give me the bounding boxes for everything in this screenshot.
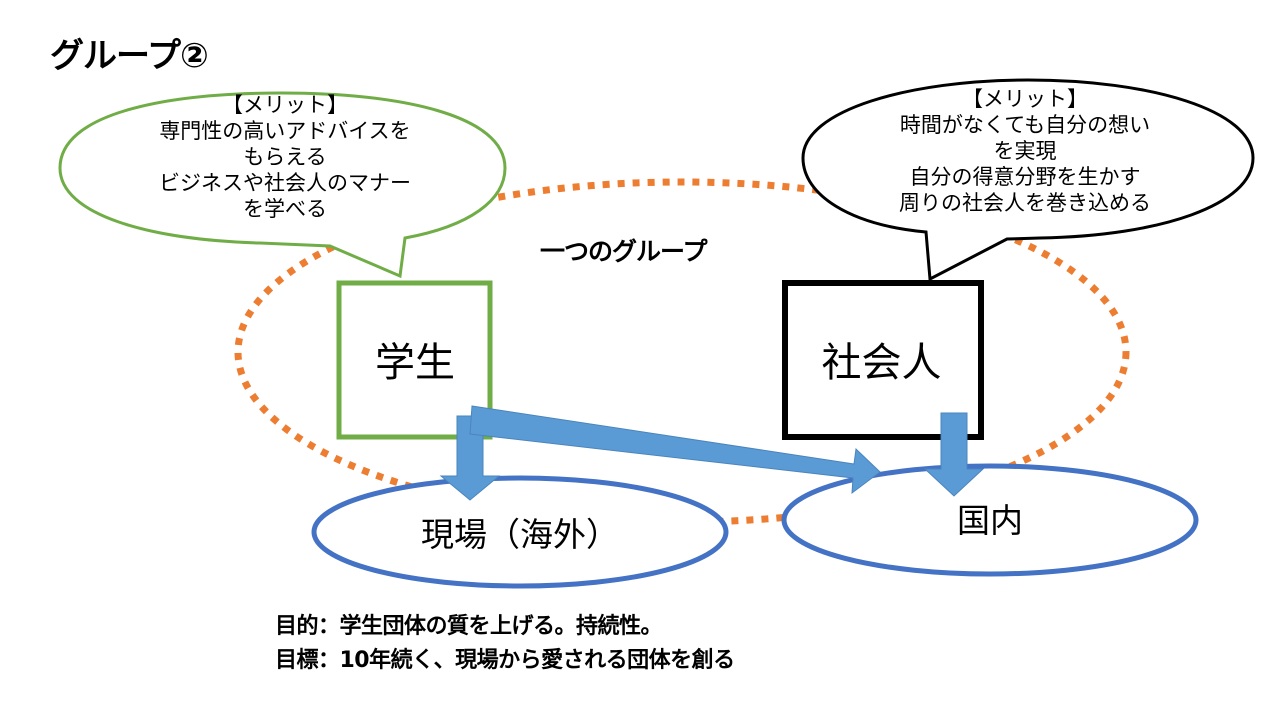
worker-label: 社会人 — [821, 340, 942, 386]
student-merit-line: を学べる — [243, 197, 327, 221]
worker-merit-line: を実現 — [993, 139, 1057, 163]
slide-title: グループ② — [50, 36, 209, 76]
student-merit-line: もらえる — [243, 145, 327, 169]
student-label: 学生 — [375, 340, 455, 386]
student-speech-bubble — [58, 91, 507, 279]
goal-text: 目標：10年続く、現場から愛される団体を創る — [275, 648, 735, 673]
student-to-domestic-arrow — [469, 405, 881, 495]
worker-merit-text: 【メリット】 時間がなくても自分の想い を実現 自分の得意分野を生かす 周りの社… — [840, 86, 1210, 216]
group-boundary-ellipse — [234, 178, 1130, 526]
worker-merit-line: 【メリット】 — [962, 87, 1088, 111]
domestic-field-ellipse — [781, 463, 1199, 577]
group-label: 一つのグループ — [540, 237, 708, 266]
overseas-field-ellipse — [311, 475, 729, 589]
overseas-label: 現場（海外） — [421, 515, 619, 554]
worker-merit-line: 時間がなくても自分の想い — [899, 113, 1151, 137]
student-merit-line: 【メリット】 — [222, 93, 348, 117]
worker-to-domestic-arrow — [923, 412, 985, 497]
worker-speech-bubble — [801, 78, 1255, 282]
worker-box — [782, 280, 984, 440]
student-box — [336, 280, 493, 440]
domestic-label: 国内 — [957, 501, 1023, 540]
worker-merit-line: 自分の得意分野を生かす — [909, 165, 1141, 189]
student-merit-text: 【メリット】 専門性の高いアドバイスを もらえる ビジネスや社会人のマナー を学… — [110, 92, 460, 222]
student-merit-line: 専門性の高いアドバイスを — [159, 119, 411, 143]
student-merit-line: ビジネスや社会人のマナー — [159, 171, 411, 195]
worker-merit-line: 周りの社会人を巻き込める — [899, 191, 1151, 215]
purpose-text: 目的：学生団体の質を上げる。持続性。 — [275, 614, 663, 639]
